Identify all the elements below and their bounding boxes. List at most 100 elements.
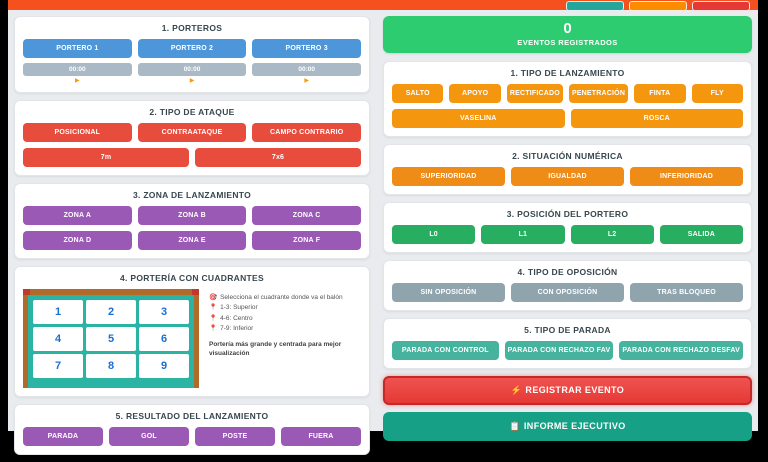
target-icon: 🎯: [209, 294, 218, 301]
zona-d-button[interactable]: ZONA D: [23, 231, 132, 250]
lanzamiento-penetracion-button[interactable]: PENETRACIÓN: [568, 84, 629, 103]
parada-rechazo-fav-button[interactable]: PARADA CON RECHAZO FAV: [504, 341, 614, 360]
posicion-l2-button[interactable]: L2: [570, 225, 654, 244]
toolbar-button-1[interactable]: [566, 1, 624, 11]
quadrant-4[interactable]: 4: [33, 327, 83, 351]
parada-control-button[interactable]: PARADA CON CONTROL: [392, 341, 499, 360]
quadrant-9[interactable]: 9: [139, 354, 189, 378]
zona-c-button[interactable]: ZONA C: [252, 206, 362, 225]
quadrant-1[interactable]: 1: [33, 300, 83, 324]
panel-posicion-portero: 3. POSICIÓN DEL PORTERO L0 L1 L2 SALIDA: [383, 202, 752, 253]
portero-2-timer: 00:00: [137, 63, 247, 76]
situacion-superioridad-button[interactable]: SUPERIORIDAD: [392, 167, 505, 186]
goal-graphic: 1 2 3 4 5 6 7 8 9: [23, 289, 199, 388]
timer-play-icon[interactable]: ▶: [189, 78, 195, 84]
panel-zona-title: 3. ZONA DE LANZAMIENTO: [132, 190, 252, 200]
oposicion-tras-bloqueo-button[interactable]: TRAS BLOQUEO: [630, 283, 743, 302]
posicion-l1-button[interactable]: L1: [481, 225, 565, 244]
ataque-7m-button[interactable]: 7m: [23, 148, 189, 167]
ataque-contraataque-button[interactable]: CONTRAATAQUE: [137, 123, 247, 142]
parada-rechazo-desfav-button[interactable]: PARADA CON RECHAZO DESFAV: [619, 341, 743, 360]
lanzamiento-fly-button[interactable]: FLY: [691, 84, 743, 103]
events-counter-value: 0: [563, 20, 572, 37]
timer-play-icon[interactable]: ▶: [304, 78, 309, 84]
executive-report-label: INFORME EJECUTIVO: [523, 421, 626, 431]
goal-crossbar: [23, 289, 199, 295]
portero-3-column: PORTERO 3 00:00 ▶: [252, 39, 362, 84]
portero-1-timer: 00:00: [23, 63, 132, 76]
register-event-label: REGISTRAR EVENTO: [525, 385, 625, 395]
panel-tipo-lanzamiento: 1. TIPO DE LANZAMIENTO SALTO APOYO RECTI…: [383, 61, 752, 137]
resultado-poste-button[interactable]: POSTE: [195, 427, 275, 446]
oposicion-con-button[interactable]: CON OPOSICIÓN: [511, 283, 624, 302]
report-icon: 📋: [509, 421, 521, 431]
executive-report-button[interactable]: 📋INFORME EJECUTIVO: [383, 412, 752, 441]
panel-tipo-ataque: 2. TIPO DE ATAQUE POSICIONAL CONTRAATAQU…: [14, 100, 370, 176]
panel-porteros-title: 1. PORTEROS: [161, 23, 223, 33]
oposicion-sin-button[interactable]: SIN OPOSICIÓN: [392, 283, 505, 302]
ataque-7x6-button[interactable]: 7x6: [195, 148, 361, 167]
events-counter-label: EVENTOS REGISTRADOS: [517, 38, 618, 47]
right-column: 0 EVENTOS REGISTRADOS 1. TIPO DE LANZAMI…: [383, 16, 752, 462]
situacion-inferioridad-button[interactable]: INFERIORIDAD: [630, 167, 743, 186]
panel-tipo-oposicion: 4. TIPO DE OPOSICIÓN SIN OPOSICIÓN CON O…: [383, 260, 752, 311]
ataque-campo-contrario-button[interactable]: CAMPO CONTRARIO: [252, 123, 362, 142]
portero-3-timer: 00:00: [252, 63, 362, 76]
goal-help-centro: 4-6: Centro: [220, 314, 253, 322]
zona-e-button[interactable]: ZONA E: [137, 231, 247, 250]
panel-situacion-title: 2. SITUACIÓN NUMÉRICA: [512, 151, 623, 161]
resultado-parada-button[interactable]: PARADA: [23, 427, 103, 446]
posicion-l0-button[interactable]: L0: [392, 225, 476, 244]
panel-porteria-title: 4. PORTERÍA CON CUADRANTES: [120, 273, 264, 283]
register-event-button[interactable]: ⚡REGISTRAR EVENTO: [383, 376, 752, 405]
pin-icon: 📍: [209, 314, 218, 322]
toolbar-button-3[interactable]: [692, 1, 750, 11]
lightning-icon: ⚡: [510, 385, 523, 395]
quadrant-2[interactable]: 2: [86, 300, 136, 324]
panel-zona-lanzamiento: 3. ZONA DE LANZAMIENTO ZONA A ZONA B ZON…: [14, 183, 370, 259]
panel-tipo-parada: 5. TIPO DE PARADA PARADA CON CONTROL PAR…: [383, 318, 752, 369]
lanzamiento-rosca-button[interactable]: ROSCA: [570, 109, 743, 128]
panel-situacion-numerica: 2. SITUACIÓN NUMÉRICA SUPERIORIDAD IGUAL…: [383, 144, 752, 195]
panel-resultado: 5. RESULTADO DEL LANZAMIENTO PARADA GOL …: [14, 404, 370, 455]
portero-1-button[interactable]: PORTERO 1: [23, 39, 132, 58]
zona-b-button[interactable]: ZONA B: [137, 206, 247, 225]
pin-icon: 📍: [209, 325, 218, 333]
panel-tipo-lanzamiento-title: 1. TIPO DE LANZAMIENTO: [510, 68, 625, 78]
lanzamiento-apoyo-button[interactable]: APOYO: [449, 84, 501, 103]
events-counter: 0 EVENTOS REGISTRADOS: [383, 16, 752, 53]
quadrant-3[interactable]: 3: [139, 300, 189, 324]
panel-resultado-title: 5. RESULTADO DEL LANZAMIENTO: [115, 411, 269, 421]
zona-a-button[interactable]: ZONA A: [23, 206, 132, 225]
quadrant-7[interactable]: 7: [33, 354, 83, 378]
zona-f-button[interactable]: ZONA F: [252, 231, 362, 250]
portero-1-column: PORTERO 1 00:00 ▶: [23, 39, 132, 84]
panel-tipo-ataque-title: 2. TIPO DE ATAQUE: [149, 107, 235, 117]
posicion-salida-button[interactable]: SALIDA: [659, 225, 743, 244]
left-column: 1. PORTEROS PORTERO 1 00:00 ▶ PORTERO 2 …: [14, 16, 370, 462]
situacion-igualdad-button[interactable]: IGUALDAD: [511, 167, 624, 186]
goal-help-text: 🎯Selecciona el cuadrante donde va el bal…: [209, 289, 361, 358]
panel-porteros: 1. PORTEROS PORTERO 1 00:00 ▶ PORTERO 2 …: [14, 16, 370, 93]
goal-help-intro: Selecciona el cuadrante donde va el baló…: [220, 294, 343, 301]
quadrant-6[interactable]: 6: [139, 327, 189, 351]
lanzamiento-vaselina-button[interactable]: VASELINA: [392, 109, 565, 128]
pin-icon: 📍: [209, 304, 218, 312]
portero-2-column: PORTERO 2 00:00 ▶: [137, 39, 247, 84]
goal-help-superior: 1-3: Superior: [220, 304, 258, 312]
resultado-fuera-button[interactable]: FUERA: [281, 427, 361, 446]
panel-parada-title: 5. TIPO DE PARADA: [524, 325, 611, 335]
quadrant-5[interactable]: 5: [86, 327, 136, 351]
portero-2-button[interactable]: PORTERO 2: [137, 39, 247, 58]
lanzamiento-rectificado-button[interactable]: RECTIFICADO: [506, 84, 563, 103]
app-content: 1. PORTEROS PORTERO 1 00:00 ▶ PORTERO 2 …: [8, 0, 758, 455]
timer-play-icon[interactable]: ▶: [75, 78, 80, 84]
lanzamiento-finta-button[interactable]: FINTA: [634, 84, 686, 103]
ataque-posicional-button[interactable]: POSICIONAL: [23, 123, 132, 142]
panel-porteria-cuadrantes: 4. PORTERÍA CON CUADRANTES 1 2 3 4: [14, 266, 370, 397]
resultado-gol-button[interactable]: GOL: [109, 427, 189, 446]
quadrant-8[interactable]: 8: [86, 354, 136, 378]
portero-3-button[interactable]: PORTERO 3: [252, 39, 362, 58]
toolbar-button-2[interactable]: [629, 1, 687, 11]
lanzamiento-salto-button[interactable]: SALTO: [392, 84, 444, 103]
